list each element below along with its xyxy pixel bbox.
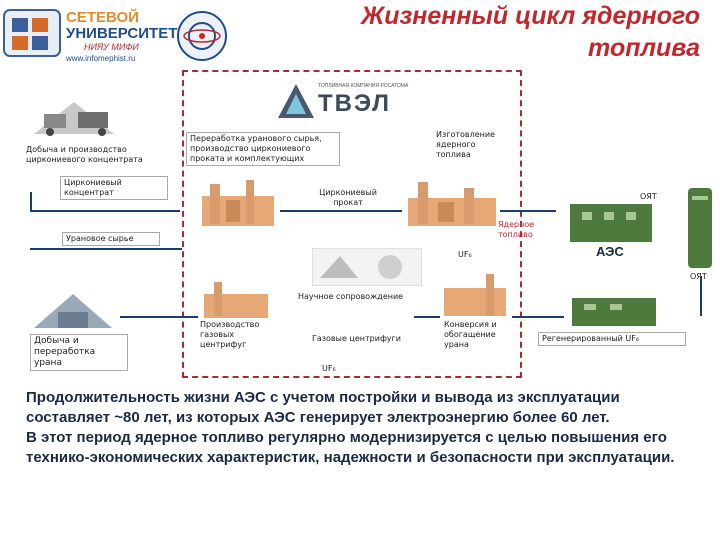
- label-centrifuge-prod: Производство газовых центрифуг: [200, 320, 260, 349]
- label-uranium-raw: Урановое сырье: [62, 232, 160, 246]
- factory-centrifuge-icon: [200, 280, 272, 320]
- arrow-to-aes: [500, 210, 556, 212]
- label-nuclear-fuel: Ядерное топливо: [498, 220, 535, 239]
- mephi-emblem-icon: [176, 10, 228, 62]
- factory-conversion-icon: [440, 272, 510, 318]
- tvel-logo-icon: [278, 84, 314, 118]
- label-centrifuges: Газовые центрифуги: [312, 334, 401, 343]
- tvel-logo: ТОПЛИВНАЯ КОМПАНИЯ РОСАТОМА ТВЭЛ: [274, 80, 424, 124]
- arrow-regen: [512, 316, 564, 318]
- arrow-to-conversion: [414, 316, 440, 318]
- label-aes: АЭС: [596, 244, 624, 259]
- mining-zr-image-icon: [24, 84, 124, 142]
- label-sci-support: Научное сопровождение: [298, 292, 404, 301]
- page-title: Жизненный цикл ядерного топлива: [361, 0, 700, 64]
- arrow-uranium-line: [30, 248, 182, 250]
- title-line1: Жизненный цикл ядерного: [361, 2, 700, 30]
- label-zr-concentrate: Циркониевый концентрат: [60, 176, 168, 200]
- factory-fuel-icon: [404, 178, 500, 228]
- arrow-f1-f2: [280, 210, 402, 212]
- tvel-frame: [182, 70, 522, 378]
- label-snf-1: ОЯТ: [640, 192, 657, 201]
- snf-container-icon: [682, 184, 718, 272]
- body-text: Продолжительность жизни АЭС с учетом пос…: [26, 388, 686, 468]
- label-processing: Переработка уранового сырья, производств…: [186, 132, 340, 166]
- mining-u-image-icon: [28, 288, 118, 332]
- body-paragraph-2: В этот период ядерное топливо регулярно …: [26, 429, 675, 466]
- label-mining-zr: Добыча и производство циркониевого конце…: [26, 145, 143, 164]
- university-url[interactable]: www.infomephist.ru: [66, 54, 136, 63]
- university-name: СЕТЕВОЙ УНИВЕРСИТЕТ НИЯУ МИФИ www.infome…: [66, 9, 178, 64]
- university-line3: НИЯУ МИФИ: [84, 42, 139, 52]
- arrow-zr-horizontal: [30, 210, 180, 212]
- arrow-zr-line: [30, 192, 32, 212]
- label-zr-product: Циркониевый прокат: [319, 188, 377, 207]
- label-mining-u: Добыча и переработка урана: [30, 334, 128, 371]
- aes-plant-icon: [556, 194, 666, 244]
- title-line2: топлива: [588, 34, 700, 62]
- tvel-caption: ТОПЛИВНАЯ КОМПАНИЯ РОСАТОМА: [318, 83, 409, 89]
- label-conversion: Конверсия и обогащение урана: [444, 320, 497, 349]
- label-snf-2: ОЯТ: [690, 272, 707, 281]
- body-paragraph-1: Продолжительность жизни АЭС с учетом пос…: [26, 389, 620, 426]
- label-uf6-a: UF₆: [458, 250, 472, 259]
- factory-processing-icon: [198, 178, 278, 228]
- tvel-name: ТВЭЛ: [318, 90, 391, 117]
- science-image-icon: [311, 247, 423, 287]
- university-logo-icon: [2, 4, 62, 62]
- university-line1: СЕТЕВОЙ: [66, 9, 139, 26]
- arrow-mining-u: [120, 316, 198, 318]
- label-uf6-b: UF₆: [322, 364, 336, 373]
- regen-plant-icon: [566, 288, 662, 328]
- label-fuel-fab: Изготовление ядерного топлива: [436, 130, 495, 159]
- arrow-snf-down: [700, 276, 702, 316]
- university-line2: УНИВЕРСИТЕТ: [66, 25, 178, 42]
- label-regen-uf6: Регенерированный UF₆: [538, 332, 686, 346]
